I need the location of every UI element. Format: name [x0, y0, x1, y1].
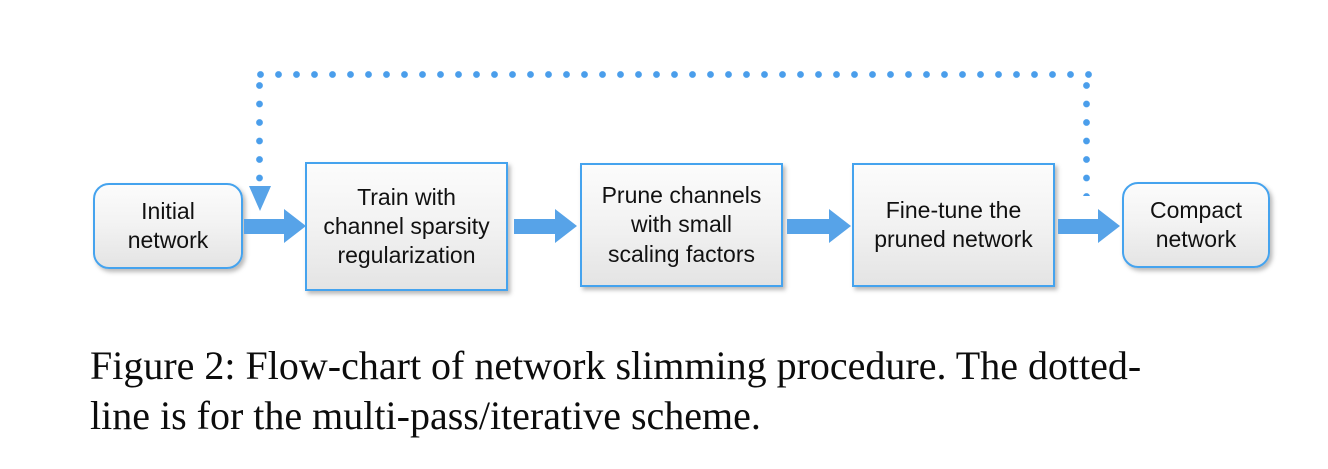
- node-label: Initial network: [127, 197, 209, 253]
- arrow-head: [284, 209, 306, 243]
- flow-arrow-1-icon: [244, 209, 306, 243]
- arrow-head: [829, 209, 851, 243]
- flow-arrow-4-icon: [1058, 209, 1120, 243]
- node-label: Prune channels with small scaling factor…: [601, 182, 762, 267]
- caption-line-2: line is for the multi-pass/iterative sch…: [90, 393, 761, 438]
- flow-arrow-3-icon: [787, 209, 851, 243]
- arrow-shaft: [787, 218, 829, 234]
- arrow-head: [555, 209, 577, 243]
- node-label: Fine-tune the pruned network: [874, 196, 1033, 252]
- caption-line-1: Figure 2: Flow-chart of network slimming…: [90, 343, 1142, 388]
- arrow-shaft: [514, 218, 555, 234]
- feedback-dotted-line-top: [257, 71, 1093, 78]
- node-initial-network: Initial network: [93, 183, 243, 269]
- node-compact-network: Compact network: [1122, 182, 1270, 268]
- node-label: Train with channel sparsity regularizati…: [323, 183, 490, 269]
- node-train-sparsity: Train with channel sparsity regularizati…: [305, 162, 508, 291]
- flow-arrow-2-icon: [514, 209, 577, 243]
- node-prune-channels: Prune channels with small scaling factor…: [580, 163, 783, 287]
- feedback-arrowhead-icon: [249, 186, 271, 211]
- feedback-dotted-line-right: [1083, 82, 1090, 196]
- node-fine-tune: Fine-tune the pruned network: [852, 163, 1055, 287]
- arrow-head: [1098, 209, 1120, 243]
- node-label: Compact network: [1149, 196, 1243, 252]
- feedback-dotted-line-left: [256, 82, 263, 186]
- arrow-shaft: [1058, 218, 1098, 234]
- figure-caption: Figure 2: Flow-chart of network slimming…: [90, 341, 1300, 441]
- arrow-shaft: [244, 218, 284, 234]
